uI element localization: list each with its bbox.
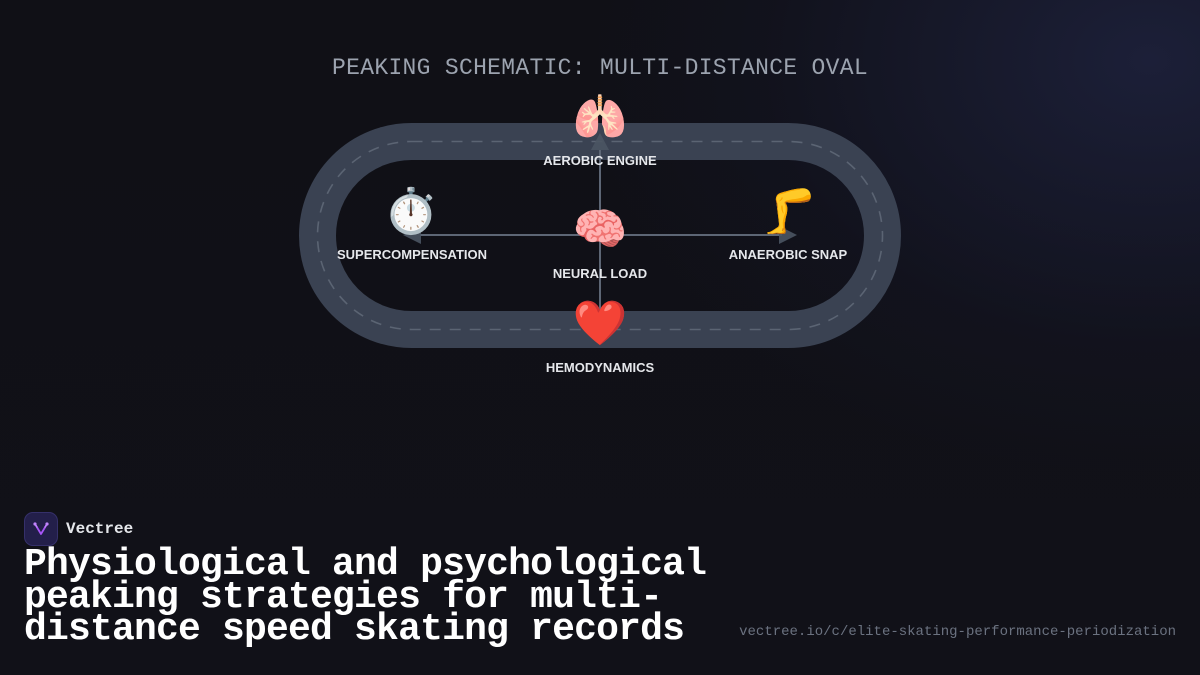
lungs-icon: 🫁 [572,93,628,142]
heart-icon: ❤️ [572,299,628,348]
schematic-title: PEAKING SCHEMATIC: MULTI-DISTANCE OVAL [332,55,868,81]
headline: Physiological and psychological peaking … [24,543,707,651]
brain-icon: 🧠 [572,205,628,254]
node-label-anaerobic-snap: ANAEROBIC SNAP [728,247,848,262]
stopwatch-icon: ⏱️ [383,187,439,236]
node-label-supercompensation: SUPERCOMPENSATION [337,247,487,262]
leg-icon: 🦵 [761,187,817,236]
arrowhead-up [591,133,609,150]
node-label-hemodynamics: HEMODYNAMICS [545,360,655,375]
brand: Vectree [24,512,133,546]
brand-name: Vectree [66,520,134,538]
source-url[interactable]: vectree.io/c/elite-skating-performance-p… [739,624,1176,640]
arrowhead-right [779,226,797,244]
node-label-aerobic-engine: AEROBIC ENGINE [543,153,657,168]
vectree-logo-icon [24,512,58,546]
node-label-neural-load: NEURAL LOAD [552,266,648,281]
arrowhead-left [403,226,421,244]
